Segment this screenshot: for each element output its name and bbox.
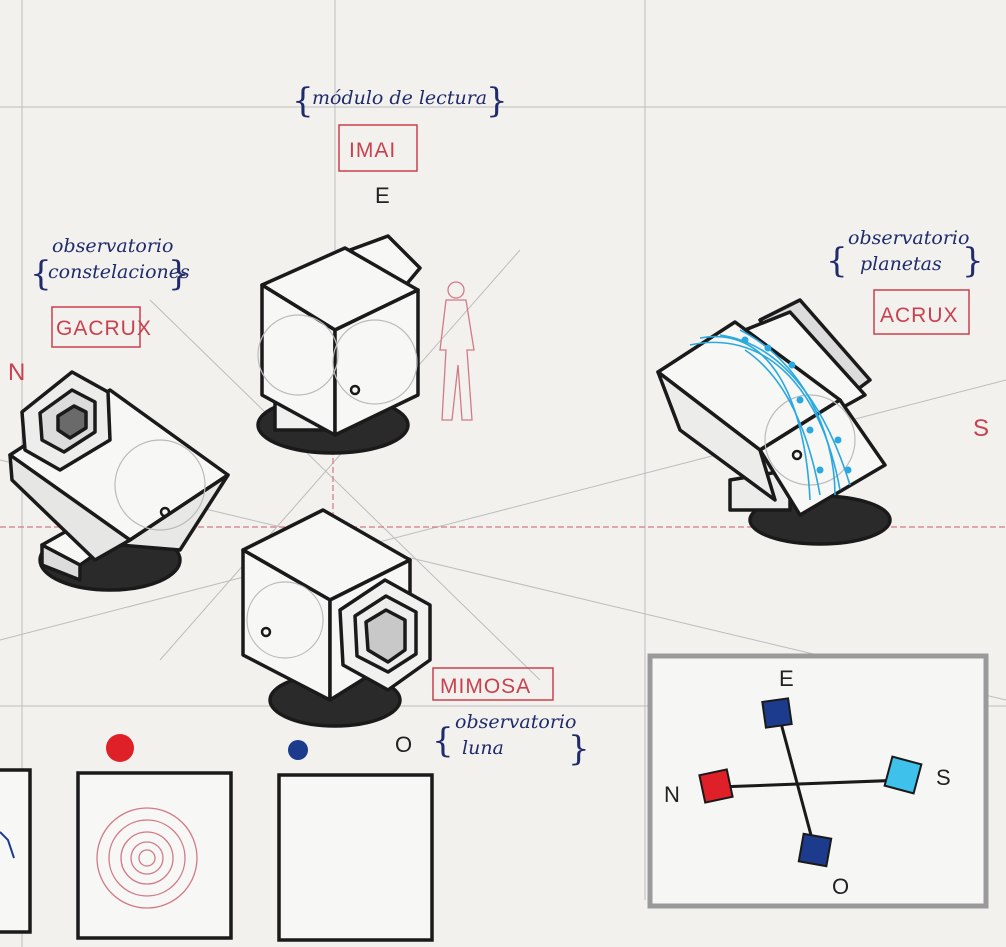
observatorio-luna-label: { observatorio luna } [432, 711, 590, 769]
human-scale-figure [439, 281, 475, 421]
obs-luna-line1: observatorio [455, 711, 576, 733]
imai-tag: IMAI [349, 139, 396, 162]
obs-plan-line2: planetas [860, 253, 942, 275]
svg-text:{: { [826, 241, 848, 281]
modulo-de-lectura-label: { módulo de lectura } [292, 81, 508, 121]
svg-text:}: } [168, 254, 190, 294]
svg-text:}: } [568, 729, 590, 769]
svg-text:{: { [292, 81, 314, 121]
modulo-caption: módulo de lectura [312, 87, 487, 109]
compass-o-label: O [832, 874, 849, 899]
acrux-tag-box [873, 289, 970, 335]
acrux-cyan-planet-orbits [689, 329, 851, 501]
obs-luna-line2: luna [462, 737, 504, 759]
svg-text:{: { [432, 721, 454, 761]
mimosa-tag-box [432, 667, 554, 701]
empty-square-box [277, 773, 434, 942]
compass-navy-marker-top [761, 697, 793, 729]
observatorio-planetas-label: { observatorio planetas } [826, 227, 984, 281]
compass-s-label: S [936, 765, 951, 790]
obs-plan-line1: observatorio [848, 227, 969, 249]
acrux-tag: ACRUX [880, 304, 959, 327]
gacrux-observatory-cube [8, 370, 230, 592]
mimosa-observatory-cube [241, 508, 432, 728]
red-dot-marker [106, 734, 134, 762]
observatorio-constelaciones-label: { observatorio constelaciones } [30, 235, 190, 294]
direction-e-top: E [375, 183, 390, 208]
compass-cyan-marker [883, 755, 923, 795]
acrux-cyan-planet-dots [741, 336, 852, 474]
svg-text:}: } [962, 241, 984, 281]
compass-e-label: E [779, 666, 794, 691]
svg-text:{: { [30, 254, 52, 294]
imai-tag-box [338, 124, 418, 172]
left-edge-box [0, 768, 32, 934]
imai-module-cube [256, 234, 422, 455]
compass-n-label: N [664, 782, 680, 807]
red-concentric-circles [96, 807, 198, 909]
compass-red-marker [698, 768, 734, 804]
compass-diagram: E N S O [647, 653, 989, 909]
gacrux-tag-box [51, 306, 141, 348]
gacrux-tag: GACRUX [56, 317, 152, 340]
direction-o-bottom: O [395, 732, 412, 757]
acrux-observatory-cube [656, 298, 892, 546]
obs-const-line2: constelaciones [48, 261, 190, 283]
svg-text:}: } [486, 81, 508, 121]
direction-s-right: S [973, 415, 989, 442]
navy-dot-marker [288, 740, 308, 760]
mimosa-tag: MIMOSA [440, 675, 531, 698]
compass-navy-marker-bottom [797, 832, 833, 868]
direction-n-left: N [8, 359, 25, 386]
obs-const-line1: observatorio [52, 235, 173, 257]
